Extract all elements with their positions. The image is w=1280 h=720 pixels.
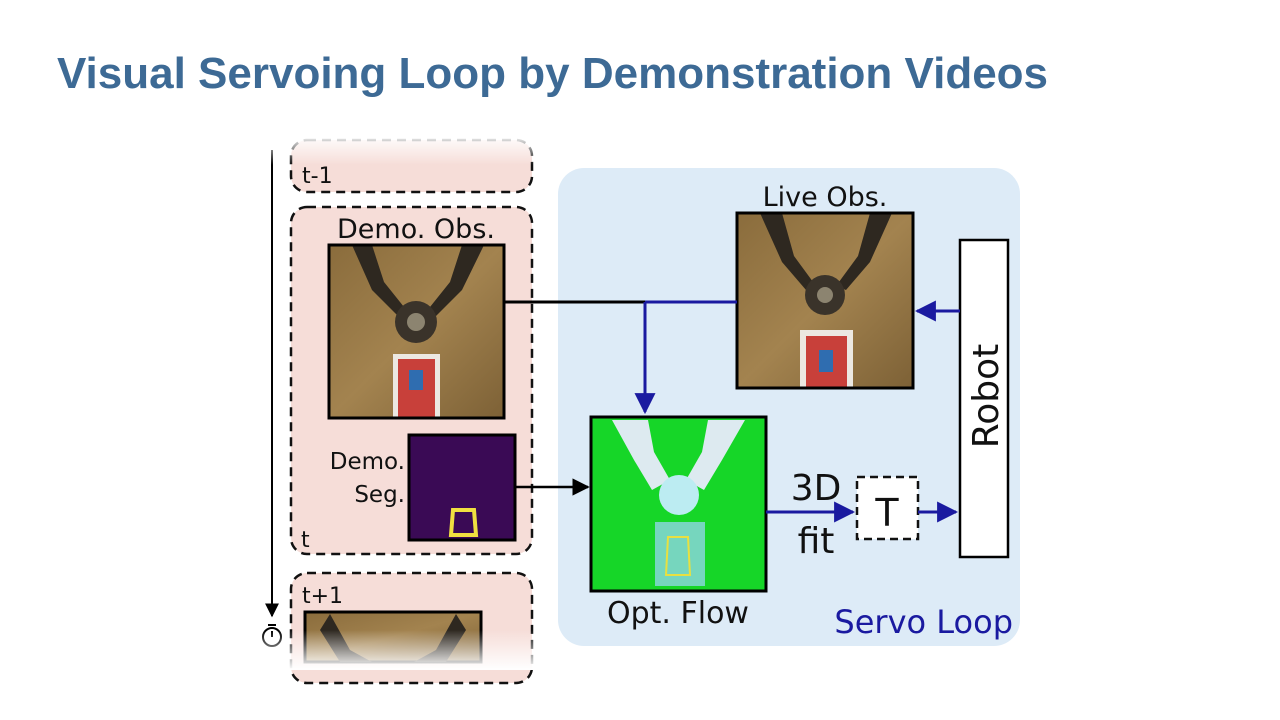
bottom-fade [250,630,550,670]
transform-box [855,475,920,541]
demo-seg-image [407,433,517,542]
demo-seg-label-line1: Demo. [330,449,405,475]
servo-loop-label: Servo Loop [834,603,1013,641]
robot-box [958,238,1010,559]
opt-flow-label: Opt. Flow [607,596,749,631]
demo-seg-label-line2: Seg. [354,482,405,508]
opt-flow-image [589,415,768,593]
transform-label: T [874,491,899,535]
fit-label-line2: fit [798,521,835,562]
frame-prev-label: t-1 [302,164,333,189]
fit-label-line1: 3D [791,468,842,509]
slide-title: Visual Servoing Loop by Demonstration Vi… [57,49,1049,98]
frame-next-label: t+1 [302,584,343,609]
live-obs-label: Live Obs. [763,182,888,213]
top-fade [250,135,550,165]
demo-obs-image [327,243,506,420]
robot-label: Robot [966,344,1007,448]
demo-obs-label: Demo. Obs. [337,214,495,245]
frame-current-label: t [301,528,310,553]
live-obs-image [735,211,915,390]
